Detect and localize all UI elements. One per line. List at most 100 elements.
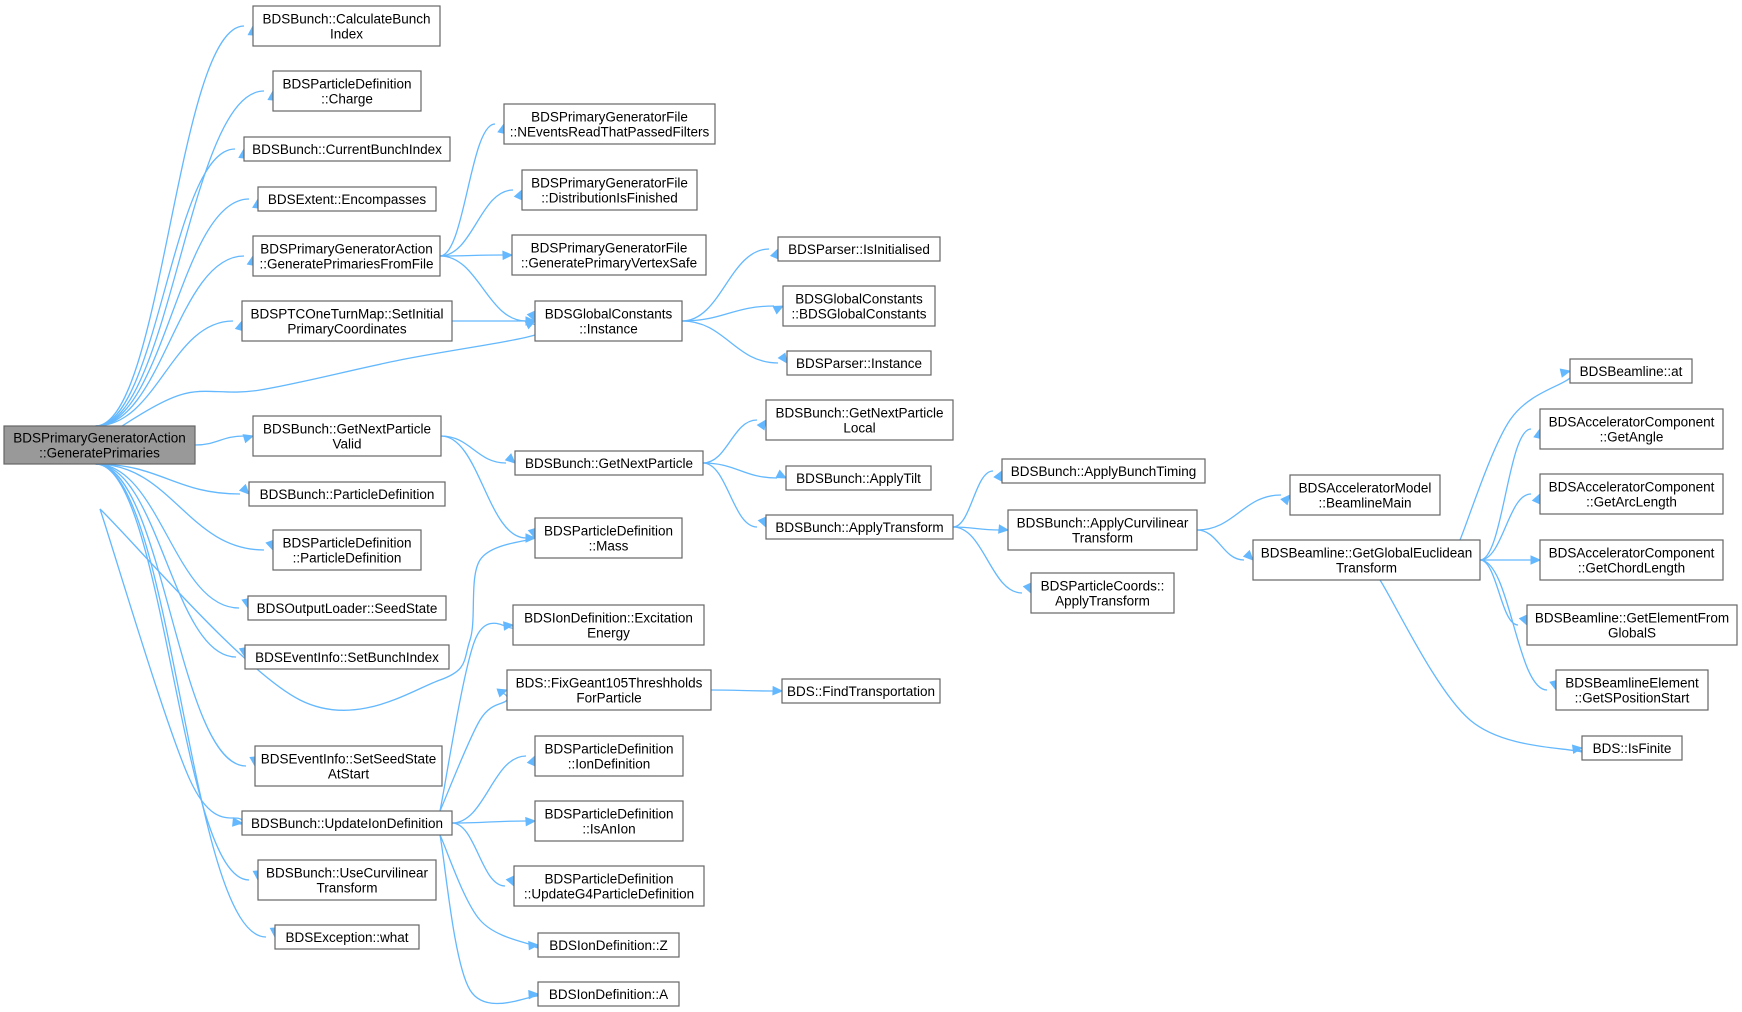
edge-line xyxy=(952,526,1023,594)
node-label: BDSParser::Instance xyxy=(796,356,922,371)
node-charge[interactable]: BDSParticleDefinition::Charge xyxy=(272,70,422,112)
node-genPrimVertexSafe[interactable]: BDSPrimaryGeneratorFile::GeneratePrimary… xyxy=(511,234,707,276)
node-coordsApplyTransform[interactable]: BDSParticleCoords::ApplyTransform xyxy=(1030,572,1175,614)
node-label: BDSParticleDefinition xyxy=(282,77,411,92)
edge-line xyxy=(95,463,241,495)
arrowhead-icon xyxy=(769,247,779,260)
node-box xyxy=(274,924,420,950)
node-isAnIon[interactable]: BDSParticleDefinition::IsAnIon xyxy=(534,800,684,842)
edge-genPrimFromFile-to-genPrimVertexSafe xyxy=(439,250,514,261)
node-parserIsInit[interactable]: BDSParser::IsInitialised xyxy=(777,236,941,262)
node-label: Valid xyxy=(332,437,361,452)
arrowhead-icon xyxy=(1531,492,1541,505)
node-box xyxy=(513,865,705,907)
node-nEventsRead[interactable]: BDSPrimaryGeneratorFile::NEventsReadThat… xyxy=(503,103,716,145)
edge-root-to-setSeedStateAtStart xyxy=(95,463,259,768)
edge-root-to-exceptionWhat xyxy=(95,463,280,939)
node-label: BDSBunch::CurrentBunchIndex xyxy=(252,142,442,157)
node-globalInstance[interactable]: BDSGlobalConstants::Instance xyxy=(534,300,683,342)
node-label: BDSPrimaryGeneratorFile xyxy=(531,241,688,256)
node-globalCtor[interactable]: BDSGlobalConstants::BDSGlobalConstants xyxy=(782,285,936,327)
node-label: BDSPrimaryGeneratorAction xyxy=(13,431,186,446)
node-getSPosStart[interactable]: BDSBeamlineElement::GetSPositionStart xyxy=(1555,669,1709,711)
node-label: BDSBeamline::GetGlobalEuclidean xyxy=(1261,546,1473,561)
node-getArcLength[interactable]: BDSAcceleratorComponent::GetArcLength xyxy=(1539,473,1724,515)
node-label: Index xyxy=(330,27,363,42)
node-distFinished[interactable]: BDSPrimaryGeneratorFile::DistributionIsF… xyxy=(521,169,698,211)
node-label: BDSIonDefinition::A xyxy=(549,987,668,1002)
node-seedState[interactable]: BDSOutputLoader::SeedState xyxy=(247,595,447,621)
arrowhead-icon xyxy=(1022,582,1032,595)
node-ionZ[interactable]: BDSIonDefinition::Z xyxy=(537,932,680,958)
call-nodes: BDSPrimaryGeneratorAction::GeneratePrima… xyxy=(3,5,1738,1007)
arrowhead-icon xyxy=(528,940,540,951)
node-applyTilt[interactable]: BDSBunch::ApplyTilt xyxy=(785,465,932,491)
arrowhead-icon xyxy=(757,516,767,529)
node-label: ::GeneratePrimaries xyxy=(39,446,160,461)
node-updateIonDef[interactable]: BDSBunch::UpdateIonDefinition xyxy=(241,810,453,836)
node-label: BDSBunch::ParticleDefinition xyxy=(260,487,435,502)
edge-globalInstance-to-parserInstance xyxy=(681,320,788,365)
node-isFinite[interactable]: BDS::IsFinite xyxy=(1581,735,1683,761)
arrowhead-icon xyxy=(772,305,785,315)
node-label: BDS::IsFinite xyxy=(1593,741,1672,756)
node-mass[interactable]: BDSParticleDefinition::Mass xyxy=(534,517,683,559)
node-label: Energy xyxy=(587,626,630,641)
edge-getNextParticleValid-to-getNextParticle xyxy=(440,435,516,464)
node-beamlineMain[interactable]: BDSAcceleratorModel::BeamlineMain xyxy=(1289,474,1441,516)
node-label: ::BeamlineMain xyxy=(1318,496,1411,511)
node-box xyxy=(1526,604,1738,646)
node-applyTransform[interactable]: BDSBunch::ApplyTransform xyxy=(765,514,954,540)
node-box xyxy=(243,136,451,162)
node-genPrimFromFile[interactable]: BDSPrimaryGeneratorAction::GeneratePrima… xyxy=(252,235,441,277)
arrowhead-icon xyxy=(777,352,788,365)
node-exceptionWhat[interactable]: BDSException::what xyxy=(274,924,420,950)
node-bunchParticleDef[interactable]: BDSBunch::ParticleDefinition xyxy=(248,481,446,507)
node-label: BDSParticleDefinition xyxy=(544,524,673,539)
arrowhead-icon xyxy=(502,250,514,261)
edge-line xyxy=(681,305,775,322)
node-label: BDSParticleCoords:: xyxy=(1041,579,1165,594)
edge-line xyxy=(1196,494,1282,531)
node-setInitialPrim[interactable]: BDSPTCOneTurnMap::SetInitialPrimaryCoord… xyxy=(241,300,453,342)
node-label: ApplyTransform xyxy=(1055,594,1150,609)
node-currentBunchIndex[interactable]: BDSBunch::CurrentBunchIndex xyxy=(243,136,451,162)
node-box xyxy=(1539,539,1724,581)
edge-line xyxy=(95,320,234,427)
node-applyBunchTiming[interactable]: BDSBunch::ApplyBunchTiming xyxy=(1001,458,1206,484)
arrowhead-icon xyxy=(526,754,536,767)
node-getAngle[interactable]: BDSAcceleratorComponent::GetAngle xyxy=(1539,408,1724,450)
node-ionDefinition[interactable]: BDSParticleDefinition::IonDefinition xyxy=(534,735,684,777)
edge-line xyxy=(95,463,237,658)
arrowhead-icon xyxy=(1530,555,1542,565)
node-ionA[interactable]: BDSIonDefinition::A xyxy=(537,981,680,1007)
node-parserInstance[interactable]: BDSParser::Instance xyxy=(786,350,932,376)
node-getChordLength[interactable]: BDSAcceleratorComponent::GetChordLength xyxy=(1539,539,1724,581)
node-setBunchIndex[interactable]: BDSEventInfo::SetBunchIndex xyxy=(244,644,450,670)
edge-updateIonDef-to-ionA xyxy=(439,834,542,1005)
edge-line xyxy=(95,255,245,427)
node-beamlineAt[interactable]: BDSBeamline::at xyxy=(1569,358,1693,384)
node-encompasses[interactable]: BDSExtent::Encompasses xyxy=(257,186,437,212)
node-label: BDSParticleDefinition xyxy=(282,536,411,551)
node-box xyxy=(765,514,954,540)
node-box xyxy=(1007,509,1198,551)
node-root[interactable]: BDSPrimaryGeneratorAction::GeneratePrima… xyxy=(3,425,196,465)
edge-line xyxy=(95,25,245,427)
node-getNextParticle[interactable]: BDSBunch::GetNextParticle xyxy=(514,450,704,476)
node-label: BDSBunch::ApplyBunchTiming xyxy=(1011,464,1197,479)
node-particleDefParticleDef[interactable]: BDSParticleDefinition::ParticleDefinitio… xyxy=(272,529,422,571)
node-findTransport[interactable]: BDS::FindTransportation xyxy=(781,678,941,704)
node-updateG4[interactable]: BDSParticleDefinition::UpdateG4ParticleD… xyxy=(513,865,705,907)
